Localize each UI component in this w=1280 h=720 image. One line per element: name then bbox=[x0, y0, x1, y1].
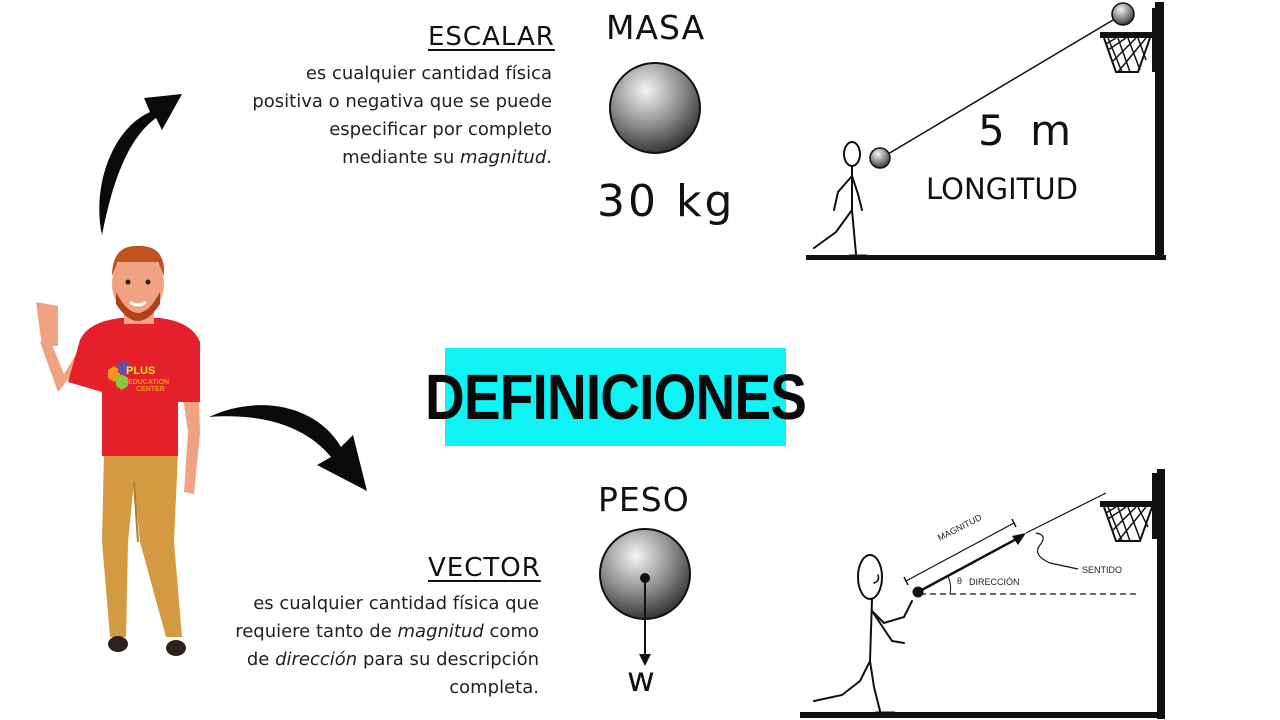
mass-label: MASA bbox=[606, 8, 706, 47]
length-label: LONGITUD bbox=[926, 172, 1078, 206]
curved-arrow-up-icon bbox=[99, 94, 182, 235]
vector-def-line-4: completa. bbox=[449, 677, 539, 698]
scalar-definition: es cualquier cantidad física positiva o … bbox=[192, 60, 552, 172]
logo-text-2: EDUCATION bbox=[128, 379, 169, 386]
scalar-def-line-3: especificar por completo bbox=[329, 119, 552, 140]
length-value: 5 m bbox=[978, 106, 1077, 155]
vector-def-line-2: requiere tanto de magnitud como bbox=[235, 621, 539, 642]
weight-symbol: w bbox=[627, 660, 655, 700]
sense-label: SENTIDO bbox=[1082, 565, 1123, 575]
ball-icon bbox=[1111, 2, 1135, 26]
logo-text-1: PLUS bbox=[126, 365, 155, 377]
weight-label: PESO bbox=[598, 480, 690, 519]
mass-ball-icon bbox=[609, 62, 701, 154]
length-diagram bbox=[806, 2, 1166, 260]
stick-figure-icon bbox=[813, 554, 913, 715]
vector-def-line-3: de dirección para su descripción bbox=[246, 649, 539, 670]
wall bbox=[1155, 2, 1164, 258]
banner-title: DEFINICIONES bbox=[424, 361, 807, 433]
angle-label: θ bbox=[957, 576, 963, 586]
mass-value: 30 kg bbox=[597, 176, 736, 227]
vector-diagram bbox=[800, 469, 1165, 719]
vector-def-line-1: es cualquier cantidad física que bbox=[253, 593, 539, 614]
ball-icon bbox=[869, 147, 891, 169]
weight-ball-icon bbox=[599, 528, 691, 666]
floor bbox=[800, 712, 1165, 718]
stick-figure-icon bbox=[813, 141, 868, 258]
vector-definition: es cualquier cantidad física que requier… bbox=[159, 590, 539, 702]
vector-term-title: VECTOR bbox=[428, 553, 541, 583]
presenter-illustration: PLUS EDUCATION CENTER bbox=[36, 245, 200, 656]
floor bbox=[806, 255, 1166, 260]
scalar-def-line-1: es cualquier cantidad física bbox=[305, 63, 552, 84]
definitions-banner: DEFINICIONES bbox=[425, 348, 807, 446]
logo-text-3: CENTER bbox=[136, 386, 165, 393]
scalar-def-line-4: mediante su magnitud. bbox=[342, 147, 552, 168]
basketball-hoop-icon bbox=[1100, 501, 1156, 542]
curved-arrow-right-icon bbox=[209, 405, 367, 491]
direction-label: DIRECCIÓN bbox=[969, 577, 1020, 587]
shirt-logo: PLUS EDUCATION CENTER bbox=[108, 360, 169, 393]
wall bbox=[1157, 469, 1165, 719]
scalar-def-line-2: positiva o negativa que se puede bbox=[252, 91, 552, 112]
basketball-hoop-icon bbox=[1100, 32, 1154, 73]
scalar-term-title: ESCALAR bbox=[428, 22, 555, 52]
